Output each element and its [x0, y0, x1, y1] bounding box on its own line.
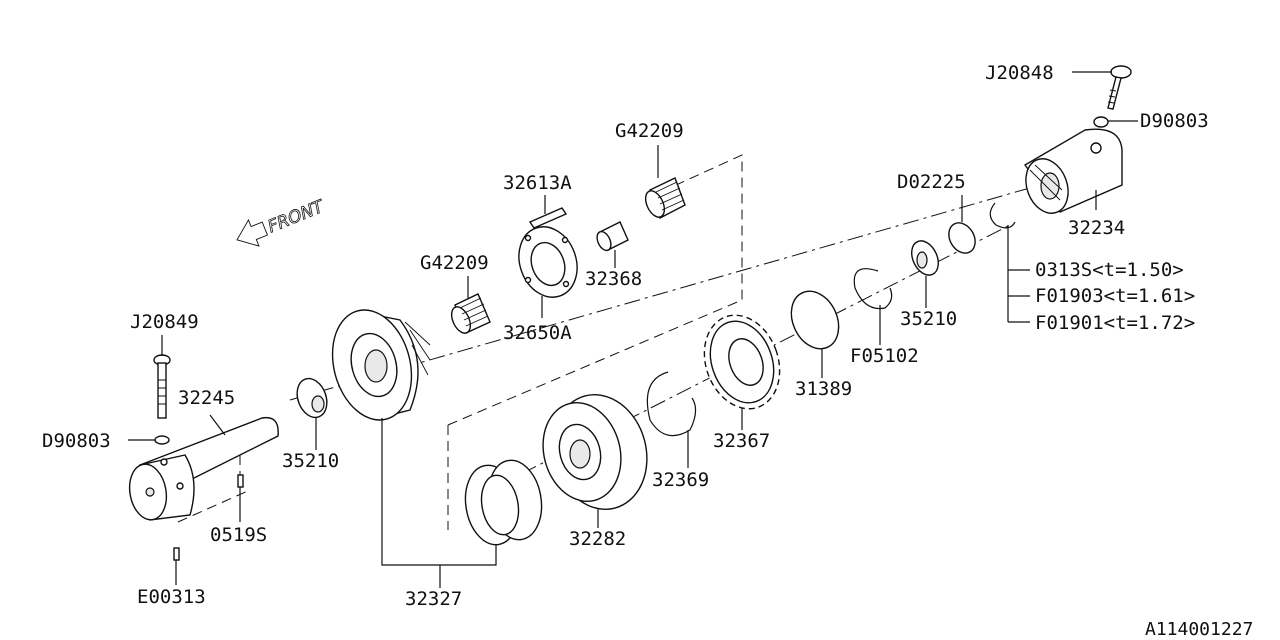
- callout-32367: 32367: [713, 430, 770, 452]
- callout-e00313: E00313: [137, 586, 206, 608]
- part-0519s-pin: [237, 474, 244, 488]
- part-35210-bearing-left: [296, 377, 328, 419]
- leader-32245: [209, 414, 226, 436]
- callout-f05102: F05102: [850, 345, 919, 367]
- callout-32613a: 32613A: [503, 172, 572, 194]
- part-31389-o-ring: [790, 290, 840, 350]
- callout-f01903: F01903<t=1.61>: [1035, 285, 1195, 307]
- callout-g42209-top: G42209: [615, 120, 684, 142]
- part-32650a-hub: [518, 226, 578, 298]
- front-label: FRONT: [265, 196, 328, 237]
- shaft-dashed-outline: [177, 455, 251, 523]
- part-d90803-washer-left: [154, 435, 170, 445]
- part-0313s-snap-ring: [989, 202, 1016, 229]
- callout-j20848: J20848: [985, 62, 1054, 84]
- callout-f01901: F01901<t=1.72>: [1035, 312, 1195, 334]
- part-g42209-needle-bearing-mid: [450, 293, 491, 334]
- part-32282-gear: [542, 394, 648, 510]
- part-g42209-needle-bearing-top: [644, 177, 686, 219]
- callout-d90803-top: D90803: [1140, 110, 1209, 132]
- callout-32282: 32282: [569, 528, 626, 550]
- part-j20849-bolt: [153, 354, 171, 419]
- callout-32368: 32368: [585, 268, 642, 290]
- callout-d02225: D02225: [897, 171, 966, 193]
- part-32367-sprocket: [703, 314, 781, 410]
- callout-0313s: 0313S<t=1.50>: [1035, 259, 1184, 281]
- upper-center-axis: [289, 174, 1076, 401]
- part-32327-ring-lower: [464, 459, 543, 546]
- part-e00313-pin: [173, 547, 180, 561]
- callout-d90803-left: D90803: [42, 430, 111, 452]
- callout-32369: 32369: [652, 469, 709, 491]
- part-32327-gear-upper: [331, 309, 431, 421]
- leader-32327: [381, 418, 497, 588]
- assembly-dashed-outline: [447, 154, 743, 530]
- part-d90803-washer-top: [1093, 116, 1109, 128]
- part-d02225-ring: [948, 222, 976, 254]
- part-32613a-key: [528, 207, 568, 229]
- callout-35210-right: 35210: [900, 308, 957, 330]
- callout-32650a: 32650A: [503, 322, 572, 344]
- callout-35210-left: 35210: [282, 450, 339, 472]
- part-32234-housing: [1023, 128, 1123, 214]
- part-32369-snap-ring: [646, 371, 697, 437]
- callout-31389: 31389: [795, 378, 852, 400]
- reference-code: A114001227: [1145, 619, 1253, 640]
- callout-32327: 32327: [405, 588, 462, 610]
- callout-32245: 32245: [178, 387, 235, 409]
- part-32245-shaft: [128, 416, 279, 521]
- callout-32234: 32234: [1068, 217, 1125, 239]
- callout-g42209-mid: G42209: [420, 252, 489, 274]
- part-35210-bearing-right: [911, 240, 939, 276]
- leader-shim-group: [1007, 225, 1030, 323]
- callout-0519s: 0519S: [210, 524, 267, 546]
- part-32368-collar: [596, 221, 629, 252]
- callout-j20849: J20849: [130, 311, 199, 333]
- part-j20848-bolt: [1107, 65, 1132, 110]
- front-arrow-icon: FRONT: [236, 196, 328, 247]
- part-f05102-snap-ring: [853, 268, 893, 310]
